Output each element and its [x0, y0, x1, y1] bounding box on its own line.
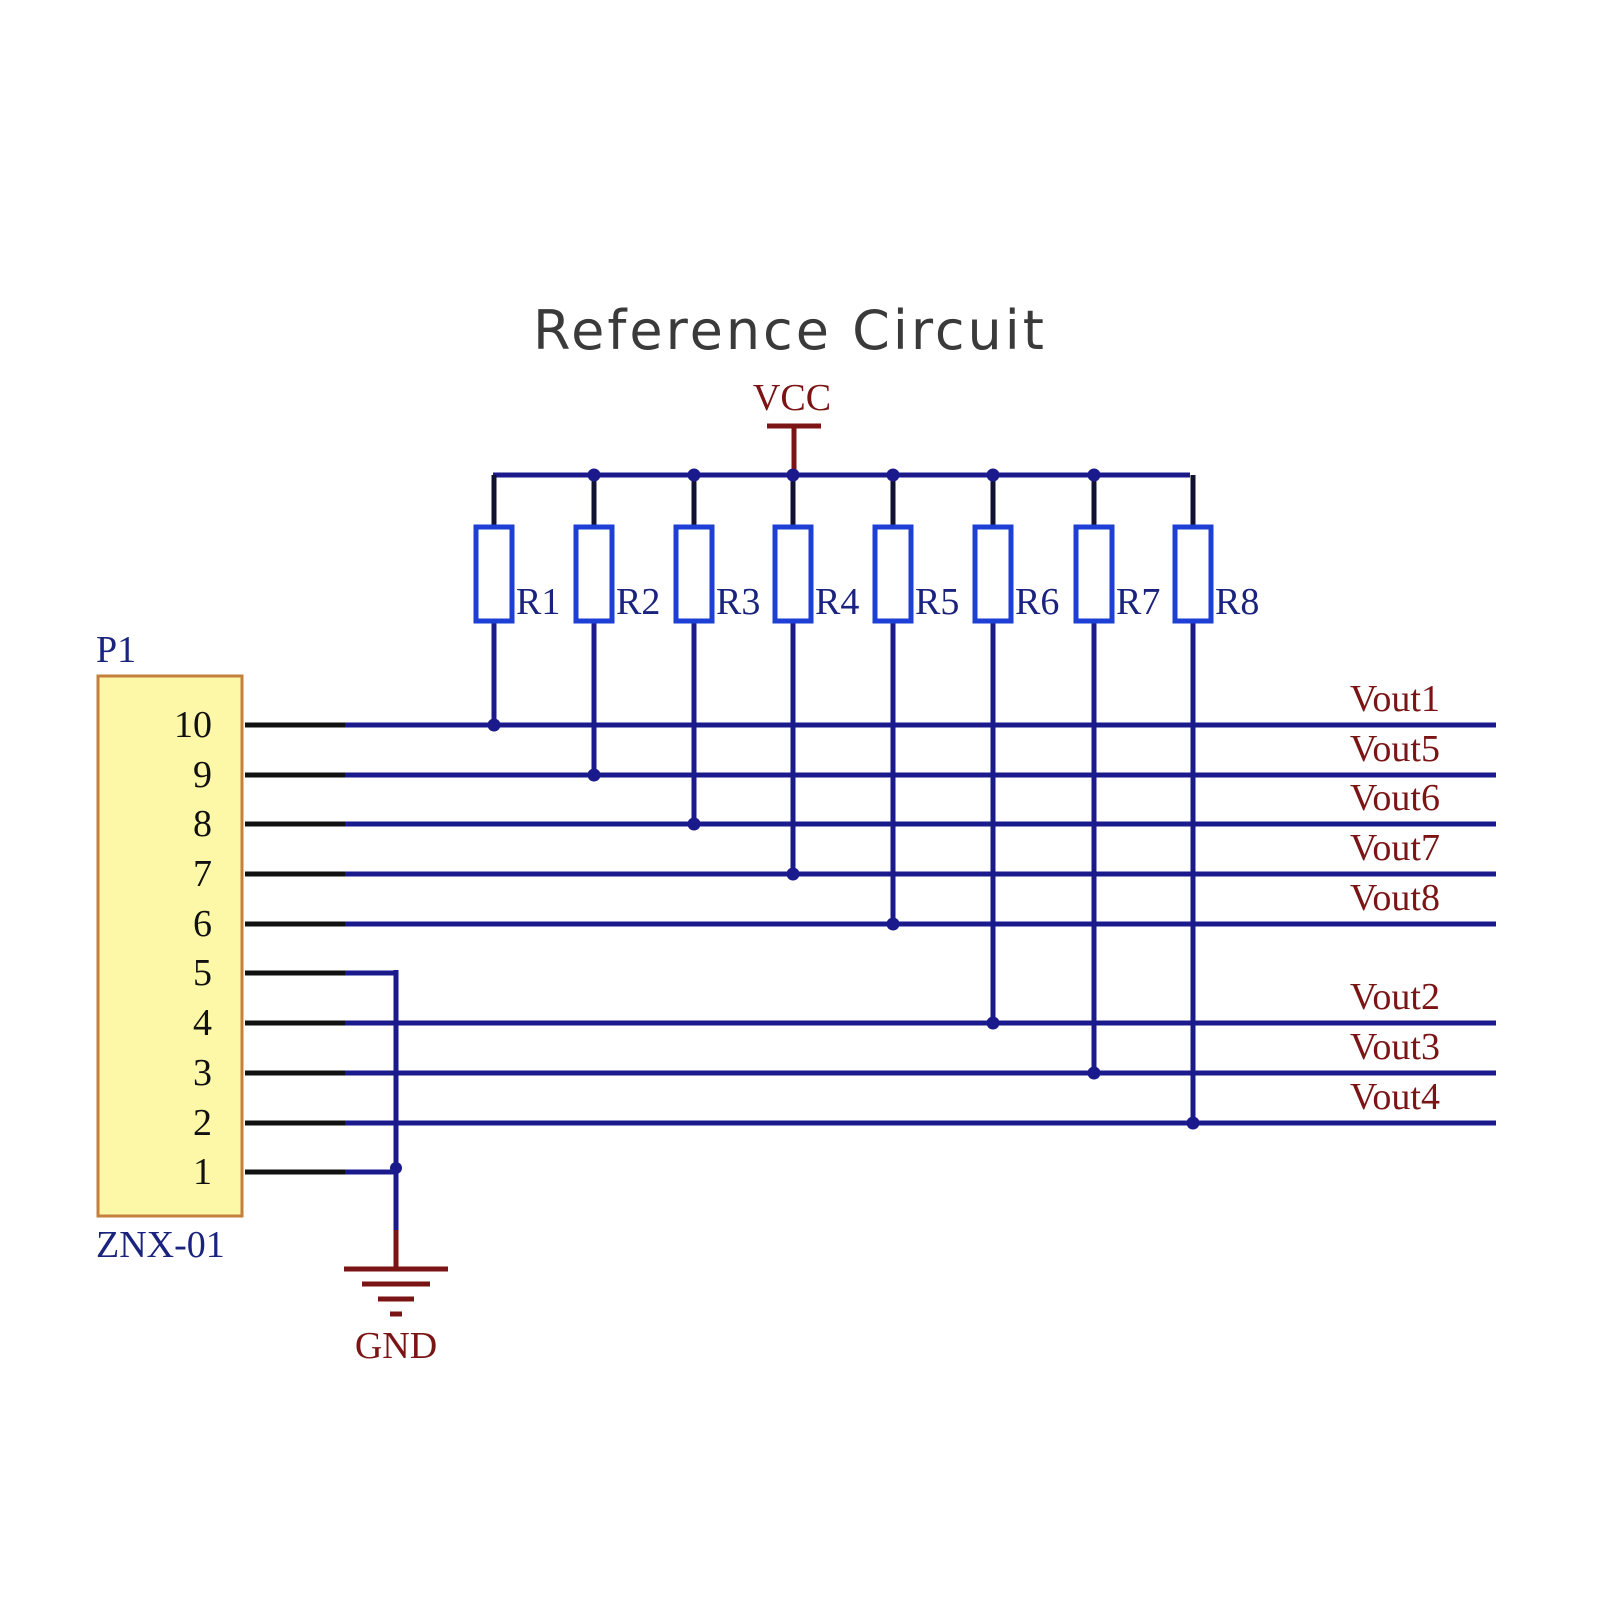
output-label-vout1: Vout1 — [1350, 678, 1440, 720]
resistor-r7 — [1073, 524, 1115, 624]
vcc-symbol: VCC — [753, 377, 831, 472]
diagram-title: Reference Circuit — [533, 299, 1047, 362]
resistor-label-r2: R2 — [616, 581, 660, 623]
output-label-vout7: Vout7 — [1350, 827, 1440, 869]
connector-pins: 10 9 8 7 6 5 4 3 2 1 — [174, 704, 398, 1193]
resistor-label-r4: R4 — [815, 581, 859, 623]
output-label-vout2: Vout2 — [1350, 976, 1440, 1018]
resistor-r3 — [673, 524, 715, 624]
pin-number-6: 6 — [193, 903, 212, 945]
pin-number-4: 4 — [193, 1002, 212, 1044]
pin-number-2: 2 — [193, 1102, 212, 1144]
resistor-label-r5: R5 — [915, 581, 959, 623]
resistor-label-r6: R6 — [1015, 581, 1059, 623]
gnd-label: GND — [355, 1325, 437, 1367]
resistor-label-r3: R3 — [716, 581, 760, 623]
resistor-label-r1: R1 — [516, 581, 560, 623]
resistor-r2 — [573, 524, 615, 624]
pin-number-5: 5 — [193, 952, 212, 994]
vcc-label: VCC — [753, 377, 831, 419]
gnd-network — [390, 970, 402, 1267]
connector-designator: P1 — [96, 629, 136, 671]
junction-vcc-r5 — [886, 468, 900, 482]
output-label-vout8: Vout8 — [1350, 877, 1440, 919]
pin-number-8: 8 — [193, 803, 212, 845]
connector-part-number: ZNX-01 — [96, 1224, 225, 1266]
resistor-r5 — [872, 524, 914, 624]
junction-vcc-r7 — [1087, 468, 1101, 482]
pin-number-3: 3 — [193, 1052, 212, 1094]
pin-number-10: 10 — [174, 704, 212, 746]
resistor-r8 — [1172, 524, 1214, 624]
junction-vcc-r2 — [587, 468, 601, 482]
output-label-vout5: Vout5 — [1350, 728, 1440, 770]
junction-vcc-r6 — [986, 468, 1000, 482]
output-label-vout4: Vout4 — [1350, 1076, 1440, 1118]
junction-vcc-r3 — [687, 468, 701, 482]
pin-number-9: 9 — [193, 754, 212, 796]
resistor-r1 — [473, 524, 515, 624]
resistor-label-r7: R7 — [1116, 581, 1160, 623]
resistor-r4 — [772, 524, 814, 624]
resistor-label-r8: R8 — [1215, 581, 1259, 623]
pin-number-1: 1 — [193, 1151, 212, 1193]
pin-number-7: 7 — [193, 853, 212, 895]
output-label-vout3: Vout3 — [1350, 1026, 1440, 1068]
gnd-symbol: GND — [344, 1266, 448, 1367]
connector-body — [96, 674, 244, 1218]
connector-p1: P1 ZNX-01 — [96, 629, 244, 1266]
junction-vcc-r4 — [786, 468, 800, 482]
resistor-array: R1 R2 R3 R4 R5 R6 R7 R8 — [473, 468, 1259, 1130]
resistor-r6 — [972, 524, 1014, 624]
output-label-vout6: Vout6 — [1350, 777, 1440, 819]
